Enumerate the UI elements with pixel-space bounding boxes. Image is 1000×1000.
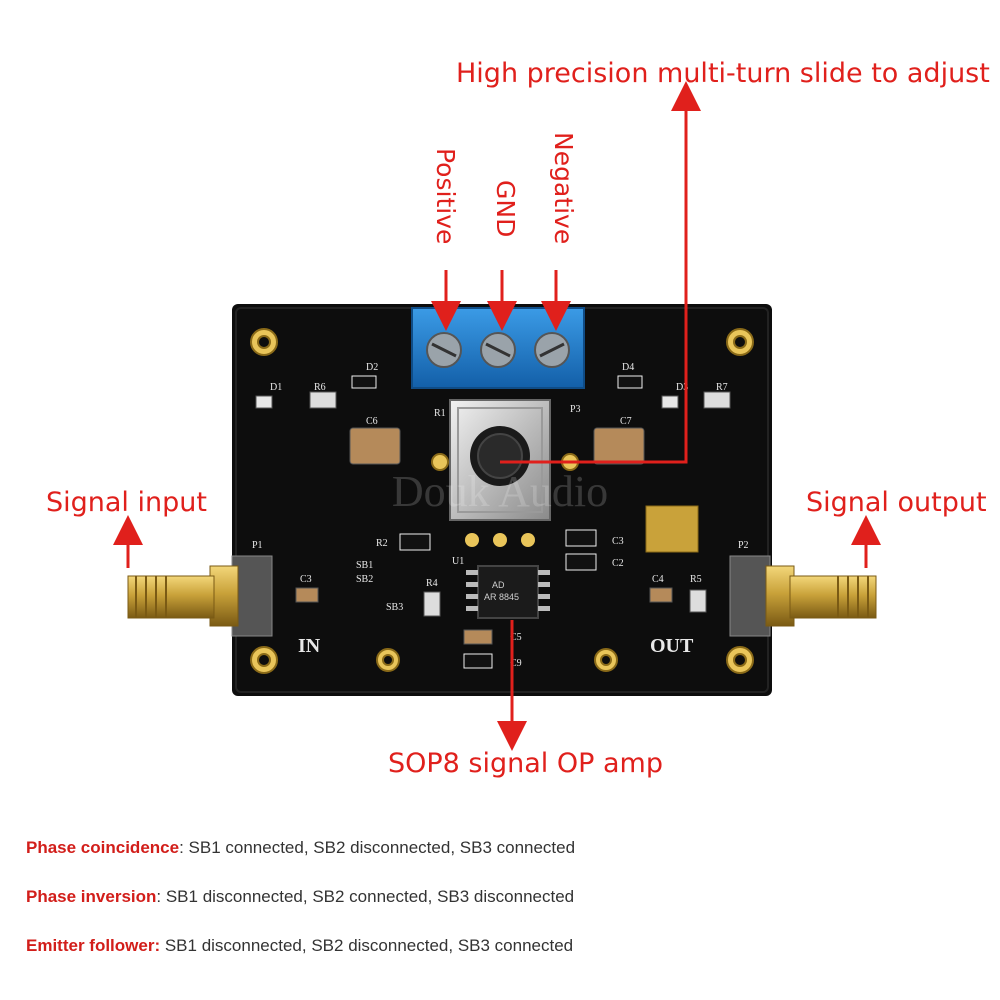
note-phase-inversion: Phase inversion: SB1 disconnected, SB2 c… (26, 887, 574, 907)
svg-text:SB3: SB3 (386, 602, 403, 613)
sop8-opamp-chip: AD AR 8845 (466, 565, 550, 619)
svg-text:R4: R4 (426, 578, 438, 589)
svg-text:C2: C2 (612, 558, 624, 569)
svg-text:R6: R6 (314, 382, 326, 393)
chip-marking-line1: AD (492, 580, 505, 590)
note-text: : SB1 disconnected, SB2 connected, SB3 d… (156, 887, 575, 906)
note-text: SB1 disconnected, SB2 disconnected, SB3 … (160, 936, 574, 955)
svg-text:D1: D1 (270, 382, 282, 393)
svg-text:R5: R5 (690, 574, 702, 585)
pcb-silkscreen: IN OUT P1 P2 P3 U1 R1 R2 R4 R5 R6 R7 C2 … (252, 362, 749, 669)
svg-text:C5: C5 (510, 632, 522, 643)
power-terminal-block (411, 307, 585, 389)
mounting-holes (250, 328, 754, 674)
svg-text:R2: R2 (376, 538, 388, 549)
svg-text:D3: D3 (676, 382, 688, 393)
watermark-text: Douk Audio (392, 467, 608, 516)
svg-text:C9: C9 (510, 658, 522, 669)
multi-turn-potentiometer (449, 399, 551, 547)
svg-text:P2: P2 (738, 540, 749, 551)
silkscreen-in: IN (298, 635, 321, 657)
svg-text:R1: R1 (434, 408, 446, 419)
note-text: : SB1 connected, SB2 disconnected, SB3 c… (179, 838, 576, 857)
signal-output-label: Signal output (806, 487, 987, 518)
svg-text:C6: C6 (366, 416, 378, 427)
note-phase-coincidence: Phase coincidence: SB1 connected, SB2 di… (26, 838, 575, 858)
chip-marking-line2: AR 8845 (484, 592, 519, 602)
callout-arrows (113, 81, 881, 751)
svg-text:SB2: SB2 (356, 574, 373, 585)
svg-text:SB1: SB1 (356, 560, 373, 571)
svg-text:C3: C3 (612, 536, 624, 547)
svg-text:D4: D4 (622, 362, 634, 373)
svg-text:U1: U1 (452, 556, 464, 567)
note-key: Phase inversion (26, 887, 157, 906)
sma-input-connector (127, 555, 273, 637)
svg-text:P3: P3 (570, 404, 581, 415)
svg-text:C4: C4 (652, 574, 664, 585)
note-emitter-follower: Emitter follower: SB1 disconnected, SB2 … (26, 936, 573, 956)
opamp-callout-label: SOP8 signal OP amp (388, 748, 663, 779)
svg-text:R7: R7 (716, 382, 728, 393)
smd-components (255, 375, 731, 669)
note-key: Phase coincidence (26, 838, 180, 857)
silkscreen-out: OUT (650, 635, 694, 657)
svg-text:C7: C7 (620, 416, 632, 427)
svg-text:D2: D2 (366, 362, 378, 373)
note-key: Emitter follower: (26, 936, 161, 955)
adjust-callout-label: High precision multi-turn slide to adjus… (456, 58, 990, 89)
svg-text:C3: C3 (300, 574, 312, 585)
signal-input-label: Signal input (46, 487, 207, 518)
svg-text:P1: P1 (252, 540, 263, 551)
sma-output-connector (729, 555, 877, 637)
